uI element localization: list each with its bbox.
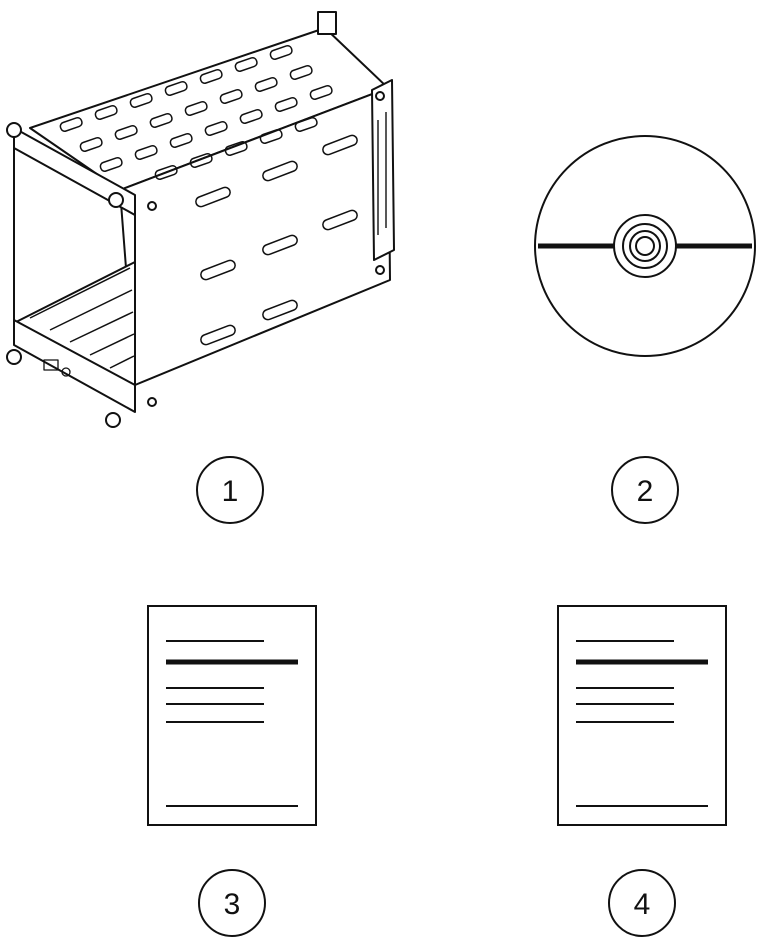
document-icon <box>147 605 317 826</box>
callout-4-label: 4 <box>634 888 651 921</box>
callout-2-label: 2 <box>637 475 654 508</box>
callout-4: 4 <box>608 869 676 937</box>
callout-3: 3 <box>198 869 266 937</box>
callout-1-label: 1 <box>222 475 239 508</box>
callout-3-label: 3 <box>224 888 241 921</box>
chassis-icon <box>6 11 395 428</box>
document-icon <box>557 605 727 826</box>
callout-2: 2 <box>611 456 679 524</box>
callout-1: 1 <box>196 456 264 524</box>
disc-icon <box>534 135 756 357</box>
